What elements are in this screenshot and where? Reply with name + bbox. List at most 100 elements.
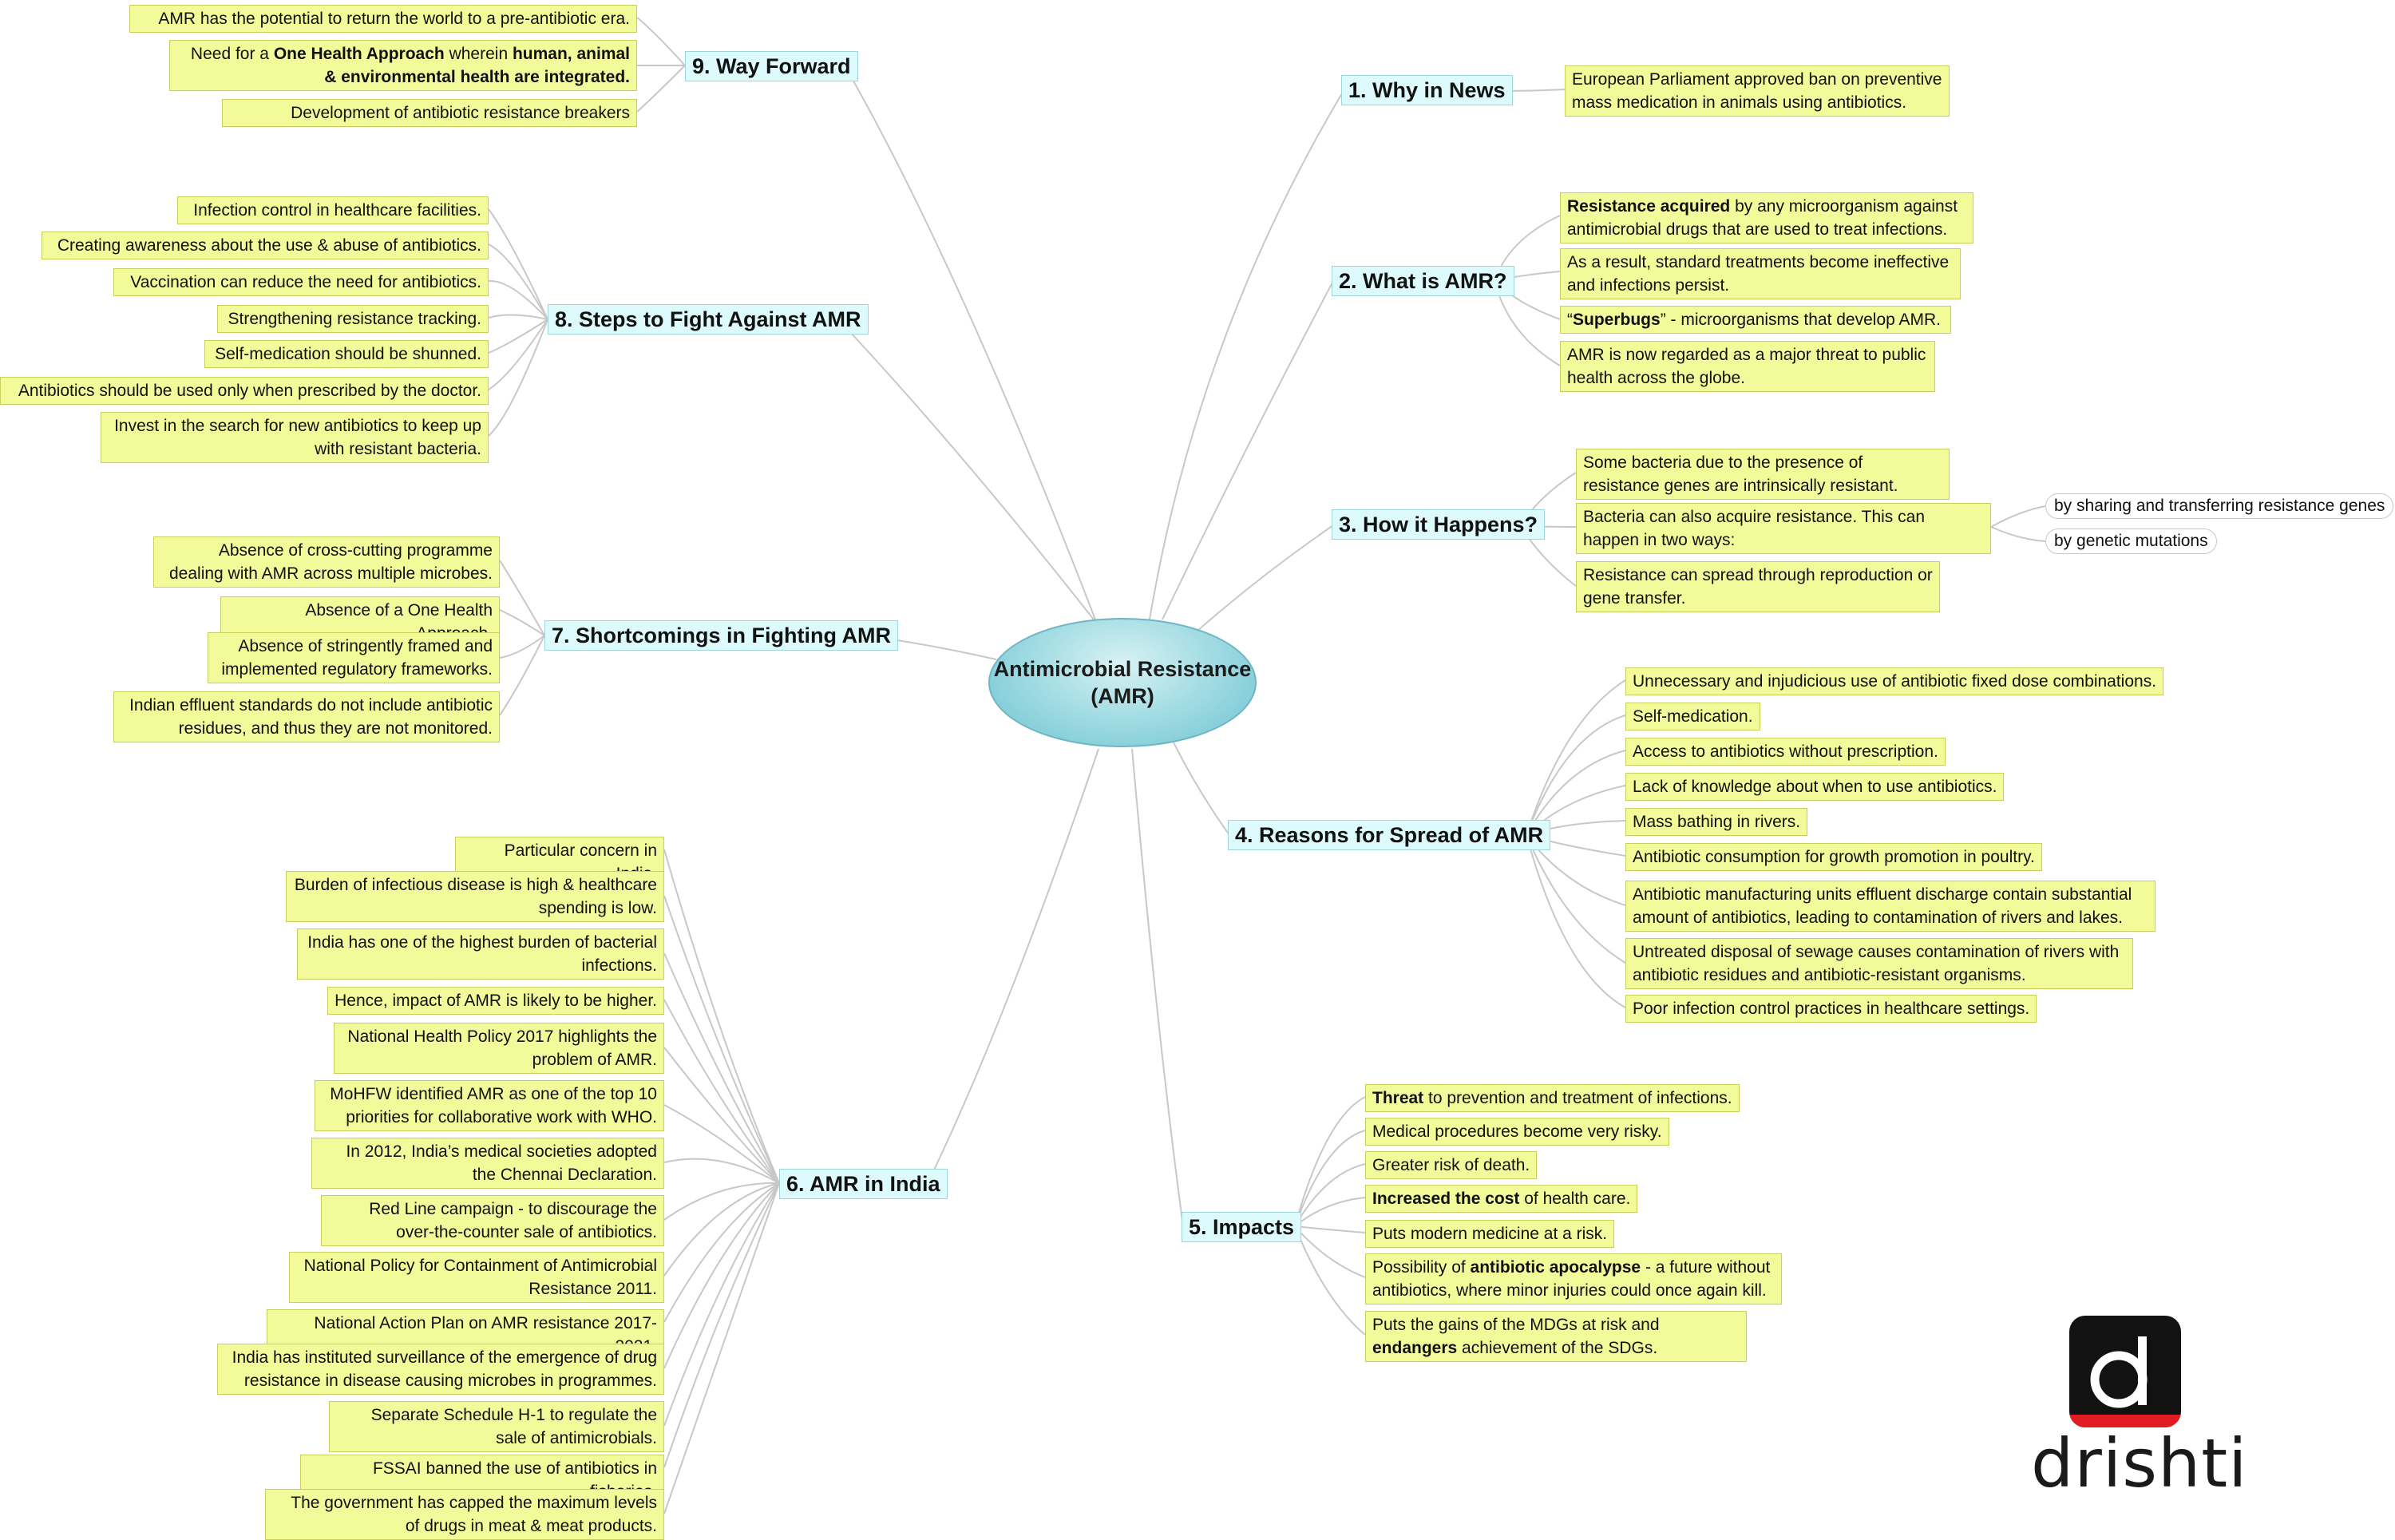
leaf-india-7: In 2012, India’s medical societies adopt… [311,1138,664,1189]
leaf-reason-8: Untreated disposal of sewage causes cont… [1625,938,2133,989]
leaf-step-5: Self-medication should be shunned. [204,340,489,368]
leaf-text: to prevention and treatment of infection… [1423,1089,1732,1107]
leaf-text: Mass bathing in rivers. [1633,813,1801,831]
leaf-text: National Policy for Containment of Antim… [303,1257,657,1298]
leaf-text: Greater risk of death. [1372,1156,1530,1174]
leaf-text: by any microorganism against antimicrobi… [1567,197,1958,239]
leaf-text: Self-medication. [1633,707,1753,726]
leaf-text: Lack of knowledge about when to use anti… [1633,778,1997,796]
leaf-text: Untreated disposal of sewage causes cont… [1633,943,2120,984]
leaf-text: Resistance can spread through reproducti… [1583,566,1933,608]
leaf-bold: endangers [1372,1339,1458,1357]
leaf-impact-7: Puts the gains of the MDGs at risk and e… [1365,1311,1747,1362]
leaf-impact-1: Threat to prevention and treatment of in… [1365,1084,1740,1112]
leaf-text: Unnecessary and injudicious use of antib… [1633,672,2157,691]
leaf-shortcoming-3: Absence of stringently framed and implem… [208,632,500,683]
leaf-why-in-news: European Parliament approved ban on prev… [1565,65,1950,117]
leaf-text: wherein [444,45,513,63]
leaf-sub-genetic-mutations: by genetic mutations [2045,529,2217,554]
leaf-text: As a result, standard treatments become … [1567,253,1950,295]
leaf-text: Hence, impact of AMR is likely to be hig… [335,992,657,1010]
leaf-reason-2: Self-medication. [1625,703,1760,730]
leaf-text: Red Line campaign - to discourage the ov… [369,1200,657,1241]
leaf-text: Strengthening resistance tracking. [228,310,481,328]
leaf-text: In 2012, India’s medical societies adopt… [346,1142,657,1184]
branch-shortcomings[interactable]: 7. Shortcomings in Fighting AMR [544,620,898,651]
leaf-reason-3: Access to antibiotics without prescripti… [1625,738,1946,766]
central-topic[interactable]: Antimicrobial Resistance (AMR) [988,618,1257,747]
leaf-what-is-amr-1: Resistance acquired by any microorganism… [1560,192,1973,243]
leaf-how-it-happens-1: Some bacteria due to the presence of res… [1576,449,1950,500]
branch-steps-to-fight[interactable]: 8. Steps to Fight Against AMR [548,304,869,335]
leaf-india-3: India has one of the highest burden of b… [297,928,664,980]
leaf-text: Separate Schedule H-1 to regulate the sa… [370,1406,657,1447]
leaf-sub-sharing-genes: by sharing and transferring resistance g… [2045,493,2394,519]
leaf-text: Development of antibiotic resistance bre… [291,104,630,122]
leaf-text: AMR has the potential to return the worl… [158,10,630,28]
leaf-bold: human, animal & environmental health are… [324,45,630,86]
leaf-reason-4: Lack of knowledge about when to use anti… [1625,773,2005,801]
leaf-step-6: Antibiotics should be used only when pre… [0,377,489,405]
leaf-text: Indian effluent standards do not include… [129,696,493,738]
leaf-text: Antibiotic manufacturing units effluent … [1633,885,2132,927]
leaf-text: Access to antibiotics without prescripti… [1633,742,1938,761]
central-topic-line2: (AMR) [1091,684,1154,708]
leaf-text: European Parliament approved ban on prev… [1572,70,1942,112]
leaf-step-4: Strengthening resistance tracking. [217,305,489,333]
leaf-text: achievement of the SDGs. [1457,1339,1658,1357]
branch-amr-in-india[interactable]: 6. AMR in India [779,1169,948,1199]
leaf-text: Antibiotics should be used only when pre… [18,382,481,400]
leaf-reason-1: Unnecessary and injudicious use of antib… [1625,667,2164,695]
leaf-text: Absence of stringently framed and implem… [221,637,493,679]
leaf-text: Poor infection control practices in heal… [1633,1000,2030,1018]
leaf-text: Antibiotic consumption for growth promot… [1633,848,2035,866]
leaf-text: Invest in the search for new antibiotics… [114,417,481,458]
leaf-impact-4: Increased the cost of health care. [1365,1185,1638,1213]
branch-impacts[interactable]: 5. Impacts [1182,1212,1302,1242]
leaf-text: ” - microorganisms that develop AMR. [1660,311,1941,329]
leaf-india-11: India has instituted surveillance of the… [217,1344,664,1395]
leaf-way-forward-1: AMR has the potential to return the worl… [129,5,637,33]
leaf-step-1: Infection control in healthcare faciliti… [177,196,489,224]
leaf-what-is-amr-4: AMR is now regarded as a major threat to… [1560,341,1935,392]
leaf-bold: Resistance acquired [1567,197,1731,216]
leaf-text: Infection control in healthcare faciliti… [193,201,481,220]
leaf-bold: antibiotic apocalypse [1470,1258,1641,1277]
drishti-logo: drishti [2031,1316,2247,1539]
leaf-text: “ [1567,311,1573,329]
leaf-text: Self-medication should be shunned. [215,345,481,363]
branch-why-in-news[interactable]: 1. Why in News [1341,75,1513,105]
leaf-india-14: The government has capped the maximum le… [265,1489,664,1540]
leaf-text: - a future without antibiotics, where mi… [1372,1258,1771,1300]
branch-what-is-amr[interactable]: 2. What is AMR? [1332,266,1514,296]
leaf-shortcoming-1: Absence of cross-cutting programme deali… [153,536,500,588]
leaf-text: National Health Policy 2017 highlights t… [347,1027,657,1069]
leaf-text: India has one of the highest burden of b… [307,933,657,975]
leaf-text: Burden of infectious disease is high & h… [294,876,657,917]
leaf-how-it-happens-2: Bacteria can also acquire resistance. Th… [1576,503,1991,554]
branch-how-it-happens[interactable]: 3. How it Happens? [1332,509,1546,540]
logo-mark [2069,1316,2181,1427]
leaf-india-12: Separate Schedule H-1 to regulate the sa… [329,1401,664,1452]
leaf-step-3: Vaccination can reduce the need for anti… [113,268,489,296]
leaf-step-2: Creating awareness about the use & abuse… [42,232,489,259]
leaf-how-it-happens-3: Resistance can spread through reproducti… [1576,561,1940,612]
leaf-text: MoHFW identified AMR as one of the top 1… [330,1085,657,1126]
leaf-india-4: Hence, impact of AMR is likely to be hig… [327,987,664,1015]
logo-d-icon [2090,1336,2148,1408]
branch-way-forward[interactable]: 9. Way Forward [685,51,858,81]
leaf-way-forward-2: Need for a One Health Approach wherein h… [169,40,637,91]
leaf-reason-7: Antibiotic manufacturing units effluent … [1625,881,2156,932]
leaf-text: Absence of cross-cutting programme deali… [169,541,493,583]
branch-reasons-for-spread[interactable]: 4. Reasons for Spread of AMR [1228,820,1551,850]
leaf-text: Medical procedures become very risky. [1372,1122,1662,1141]
leaf-text: of health care. [1519,1190,1631,1208]
leaf-bold: Superbugs [1573,311,1661,329]
leaf-way-forward-3: Development of antibiotic resistance bre… [222,99,637,127]
leaf-text: India has instituted surveillance of the… [232,1348,657,1390]
leaf-impact-6: Possibility of antibiotic apocalypse - a… [1365,1253,1782,1304]
leaf-bold: One Health Approach [273,45,445,63]
leaf-reason-9: Poor infection control practices in heal… [1625,995,2037,1023]
leaf-india-2: Burden of infectious disease is high & h… [286,871,664,922]
